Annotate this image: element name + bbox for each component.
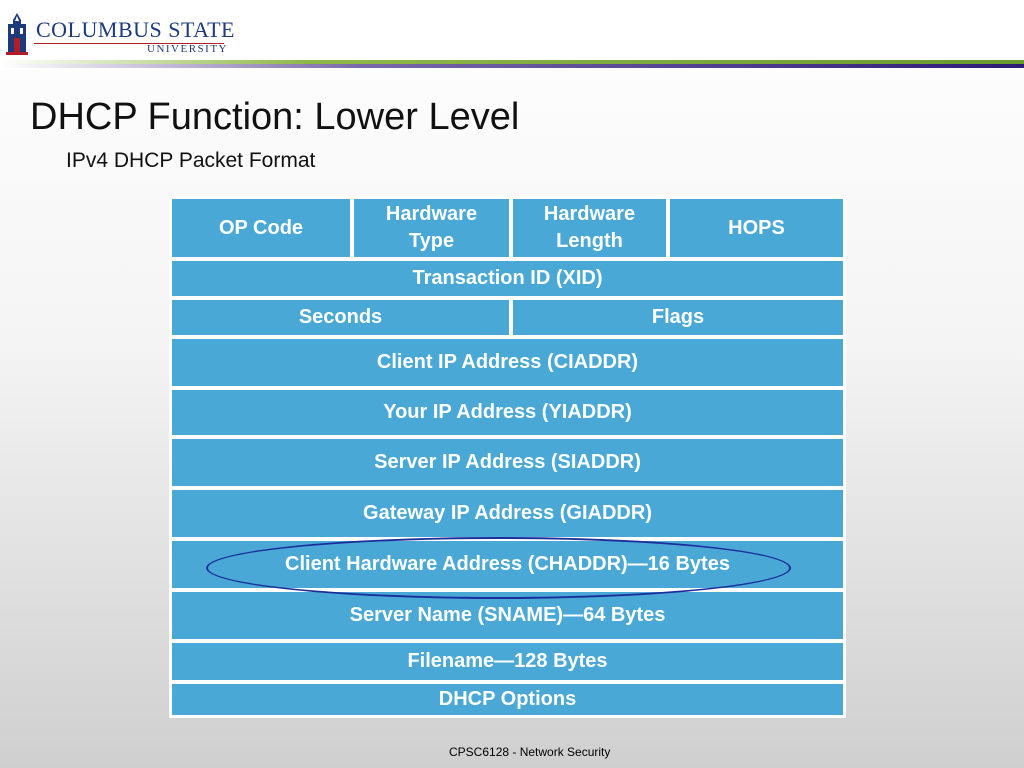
slide-subtitle: IPv4 DHCP Packet Format [66,149,316,172]
slide-title: DHCP Function: Lower Level [30,96,520,138]
header-accent-bar-green [0,60,1024,64]
field-seconds: Seconds [172,300,509,335]
logo-divider [34,43,224,44]
field-sname: Server Name (SNAME)—64 Bytes [172,592,843,639]
field-transaction-id: Transaction ID (XID) [172,261,843,296]
field-chaddr: Client Hardware Address (CHADDR)—16 Byte… [172,541,843,588]
logo-subtext: UNIVERSITY [147,43,228,55]
slide-footer: CPSC6128 - Network Security [449,745,611,759]
dhcp-packet-diagram: OP Code Hardware Type Hardware Length HO… [169,196,846,718]
field-siaddr: Server IP Address (SIADDR) [172,439,843,486]
field-yiaddr: Your IP Address (YIADDR) [172,390,843,435]
university-logo: COLUMBUS STATE UNIVERSITY [4,10,244,60]
field-giaddr: Gateway IP Address (GIADDR) [172,490,843,537]
field-op-code: OP Code [172,199,350,257]
field-ciaddr: Client IP Address (CIADDR) [172,339,843,386]
header-accent-bar-purple [0,64,1024,68]
field-hardware-length: Hardware Length [513,199,666,257]
university-seal-icon [6,13,28,55]
field-flags: Flags [513,300,843,335]
logo-wordmark: COLUMBUS STATE [36,17,235,42]
field-hardware-type: Hardware Type [354,199,509,257]
field-hops: HOPS [670,199,843,257]
slide-header: COLUMBUS STATE UNIVERSITY [0,0,1024,70]
field-filename: Filename—128 Bytes [172,643,843,680]
field-dhcp-options: DHCP Options [172,684,843,715]
